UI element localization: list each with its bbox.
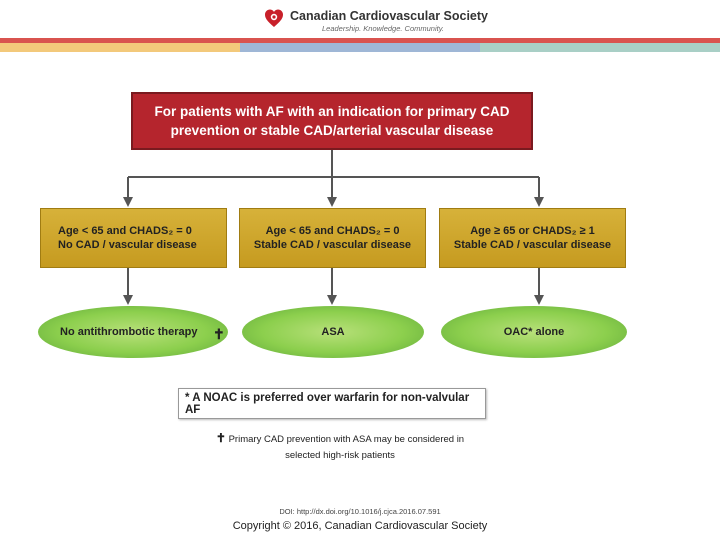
criteria-1-line-1: Age < 65 and CHADS₂ = 0 (58, 225, 192, 237)
dagger-mark: ✝ (213, 326, 225, 342)
noac-note-box: * A NOAC is preferred over warfarin for … (178, 388, 486, 419)
outcome-oval-3: OAC* alone (441, 306, 627, 358)
criteria-2-line-1: Age < 65 and CHADS₂ = 0 (265, 225, 400, 237)
criteria-box-2: Age < 65 and CHADS₂ = 0 Stable CAD / vas… (239, 208, 426, 268)
indication-line-1: For patients with AF with an indication … (154, 104, 510, 119)
criteria-3-line-2: Stable CAD / vascular disease (453, 239, 612, 251)
header-bar-gold (0, 43, 240, 52)
footnote: ✝ Primary CAD prevention with ASA may be… (190, 430, 490, 464)
criteria-1-line-2: No CAD / vascular disease (58, 239, 197, 251)
outcome-oval-1: No antithrombotic therapy (38, 306, 228, 358)
org-tagline: Leadership. Knowledge. Community. (322, 24, 445, 33)
footnote-dagger: ✝ (215, 431, 226, 445)
outcome-oval-2: ASA (242, 306, 424, 358)
doi-text: DOI: http://dx.doi.org/10.1016/j.cjca.20… (279, 507, 441, 516)
outcome-2-label: ASA (321, 326, 345, 338)
footnote-line-1: Primary CAD prevention with ASA may be c… (228, 434, 465, 445)
heart-logo-icon (265, 9, 283, 27)
org-name: Canadian Cardiovascular Society (290, 9, 488, 23)
copyright-text: Copyright © 2016, Canadian Cardiovascula… (232, 520, 488, 532)
indication-box: For patients with AF with an indication … (131, 92, 533, 150)
header-bar-red (0, 38, 720, 43)
header-bar-teal (480, 43, 720, 52)
header-bar-blue (240, 43, 480, 52)
outcome-3-label: OAC* alone (503, 326, 565, 338)
criteria-3-line-1: Age ≥ 65 or CHADS₂ ≥ 1 (470, 225, 595, 237)
outcome-1-label: No antithrombotic therapy (60, 326, 198, 338)
indication-line-2: prevention or stable CAD/arterial vascul… (170, 123, 494, 138)
criteria-box-3: Age ≥ 65 or CHADS₂ ≥ 1 Stable CAD / vasc… (439, 208, 626, 268)
criteria-2-line-2: Stable CAD / vascular disease (253, 239, 412, 251)
noac-note-text: * A NOAC is preferred over warfarin for … (185, 391, 470, 416)
criteria-box-1: Age < 65 and CHADS₂ = 0 No CAD / vascula… (40, 208, 227, 268)
footnote-line-2: selected high-risk patients (285, 450, 395, 461)
